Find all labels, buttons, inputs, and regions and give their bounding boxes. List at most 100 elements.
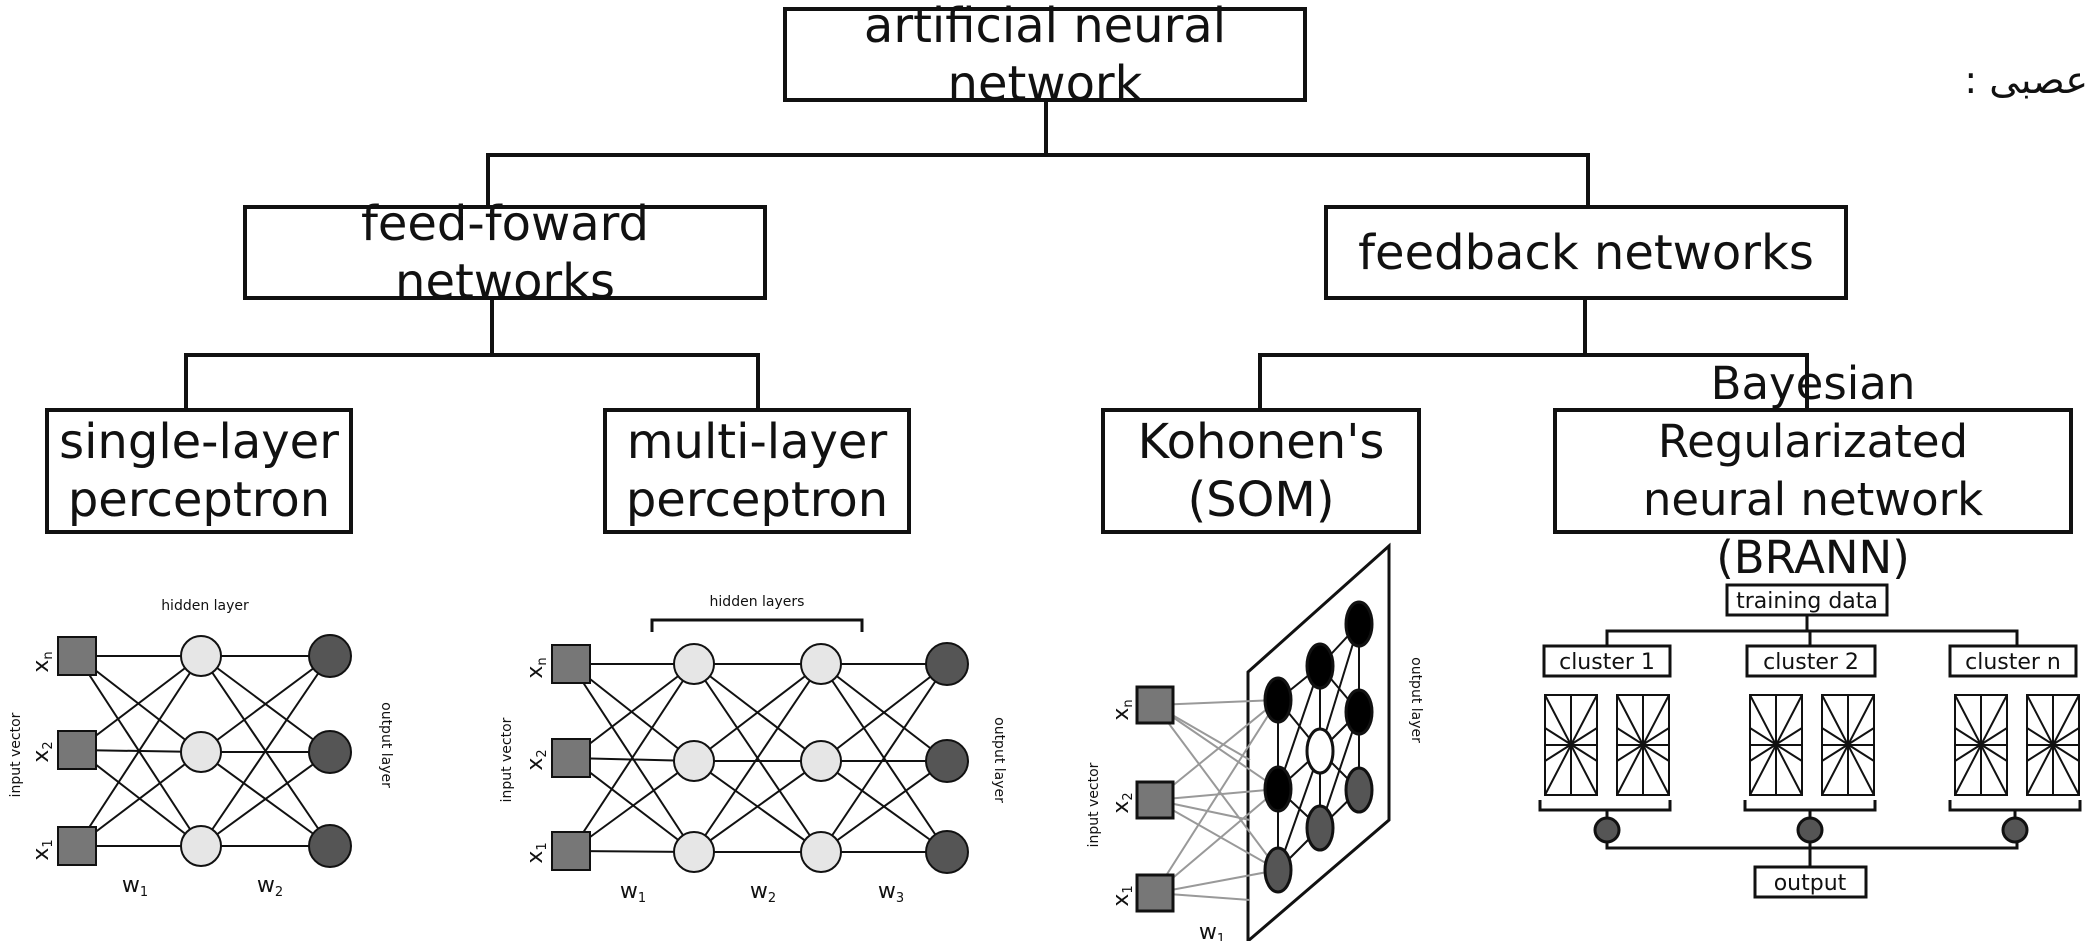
mlp-x-bot: x1 <box>523 842 550 863</box>
clustern-brace <box>1948 800 2082 812</box>
slp-hidden-node <box>180 635 222 677</box>
som-labels: input vector output layer xn x2 x1 w1 <box>1086 657 1424 941</box>
brann-cluster-output-node <box>2001 816 2029 844</box>
connector-feedforward-to-leaves <box>184 300 494 408</box>
connector-feedback-to-brann <box>1585 353 1809 408</box>
connector-feedforward-to-mlp <box>492 353 760 408</box>
som-box: Kohonen's (SOM) <box>1101 408 1421 534</box>
som-node <box>1263 846 1293 894</box>
brann-subnets <box>1544 694 2080 796</box>
som-x-bot: x1 <box>1109 885 1136 906</box>
mlp-input-node <box>551 644 591 684</box>
som-network-illustration <box>1135 542 1391 941</box>
clustern-label: cluster n <box>1965 650 2061 675</box>
mini-net <box>1821 694 1875 796</box>
output-label: output <box>1774 871 1847 896</box>
connector-feedback-to-leaves <box>1258 300 1587 408</box>
som-node <box>1305 804 1335 852</box>
mini-net <box>2026 694 2080 796</box>
brann-label-line2: neural network (BRANN) <box>1642 473 1984 584</box>
mlp-output-node <box>925 830 969 874</box>
mlp-output-node <box>925 739 969 783</box>
slp-input-vector-label: input vector <box>8 712 24 797</box>
mlp-hidden-node <box>800 643 842 685</box>
mlp-edges <box>570 663 948 853</box>
mlp-output-layer-label: output layer <box>991 717 1007 803</box>
connector-root-to-feedback <box>1046 153 1590 205</box>
mlp-labels: hidden layers input vector output layer … <box>499 594 1007 906</box>
mlp-hidden-layers-label: hidden layers <box>710 594 805 610</box>
mlp-w3-label: w3 <box>878 879 904 906</box>
som-w1-label: w1 <box>1199 920 1225 941</box>
slp-hidden-node <box>180 825 222 867</box>
cluster1-box <box>1542 644 1672 678</box>
cluster2-brace <box>1743 800 1877 812</box>
slp-output-node <box>308 634 352 678</box>
mlp-label-line2: perceptron <box>625 472 889 528</box>
brann-ensemble-illustration: training data cluster 1 cluster 2 cluste… <box>1538 583 2082 899</box>
mlp-hidden-node <box>673 831 715 873</box>
slp-input-node <box>57 826 97 866</box>
mlp-hidden-node <box>673 740 715 782</box>
mlp-input-vector-label: input vector <box>499 717 515 802</box>
feedforward-box: feed-foward networks <box>243 196 767 310</box>
mini-net <box>1616 694 1670 796</box>
root-label: artificial neural network <box>863 0 1227 112</box>
mini-net <box>1749 694 1803 796</box>
persian-caption-fragment: عصبی : <box>1964 58 2088 102</box>
som-winning-node <box>1305 727 1335 775</box>
slp-network-illustration <box>57 634 352 868</box>
som-input-node <box>1135 873 1175 913</box>
mlp-input-node <box>551 831 591 871</box>
som-node <box>1305 642 1335 690</box>
mlp-hidden-node <box>800 740 842 782</box>
mlp-network-illustration <box>551 618 969 874</box>
som-x-mid: x2 <box>1109 792 1136 813</box>
cluster1-brace <box>1538 800 1672 812</box>
brann-labels: training data cluster 1 cluster 2 cluste… <box>1559 589 2061 896</box>
feedback-label: feedback networks <box>1358 224 1814 281</box>
som-output-layer-label: output layer <box>1408 657 1424 743</box>
slp-x-top: xn <box>29 651 56 672</box>
som-label-line2: (SOM) <box>1187 472 1335 528</box>
mlp-x-mid: x2 <box>523 749 550 770</box>
mini-net <box>1954 694 2008 796</box>
output-box <box>1753 865 1868 899</box>
slp-edges <box>76 655 331 847</box>
slp-label-line1: single-layer <box>59 414 339 470</box>
slp-w1-label: w1 <box>122 873 148 900</box>
som-input-vector-label: input vector <box>1086 762 1102 847</box>
mlp-hidden-node <box>800 831 842 873</box>
training-data-label: training data <box>1736 589 1878 614</box>
slp-x-bot: x1 <box>29 839 56 860</box>
cluster1-label: cluster 1 <box>1559 650 1655 675</box>
cluster2-label: cluster 2 <box>1763 650 1859 675</box>
mlp-output-node <box>925 642 969 686</box>
feedforward-label: feed-foward networks <box>360 195 650 310</box>
brann-output-nodes <box>1593 816 2029 844</box>
som-input-node <box>1135 780 1175 820</box>
slp-output-layer-label: output layer <box>378 702 394 788</box>
clustern-box <box>1948 644 2078 678</box>
slp-input-node <box>57 636 97 676</box>
mlp-w1-label: w1 <box>620 879 646 906</box>
som-output-nodes <box>1263 600 1374 894</box>
mlp-label-line1: multi-layer <box>626 414 888 470</box>
som-input-nodes <box>1135 685 1175 913</box>
slp-hidden-node <box>180 731 222 773</box>
som-x-top: xn <box>1109 699 1136 720</box>
som-node <box>1263 676 1293 724</box>
som-node <box>1263 765 1293 813</box>
mlp-hidden-node <box>673 643 715 685</box>
slp-output-node <box>308 730 352 774</box>
slp-w2-label: w2 <box>257 873 283 900</box>
mlp-box: multi-layer perceptron <box>603 408 911 534</box>
training-to-clusters-line <box>1605 613 1809 646</box>
tree-connectors <box>184 102 1809 408</box>
cluster2-box <box>1745 644 1877 678</box>
root-box: artificial neural network <box>783 0 1307 112</box>
mlp-hidden-layers-brace <box>650 618 864 632</box>
brann-cluster-output-node <box>1593 816 1621 844</box>
brann-boxes <box>1542 583 2078 899</box>
training-data-box <box>1725 583 1889 617</box>
